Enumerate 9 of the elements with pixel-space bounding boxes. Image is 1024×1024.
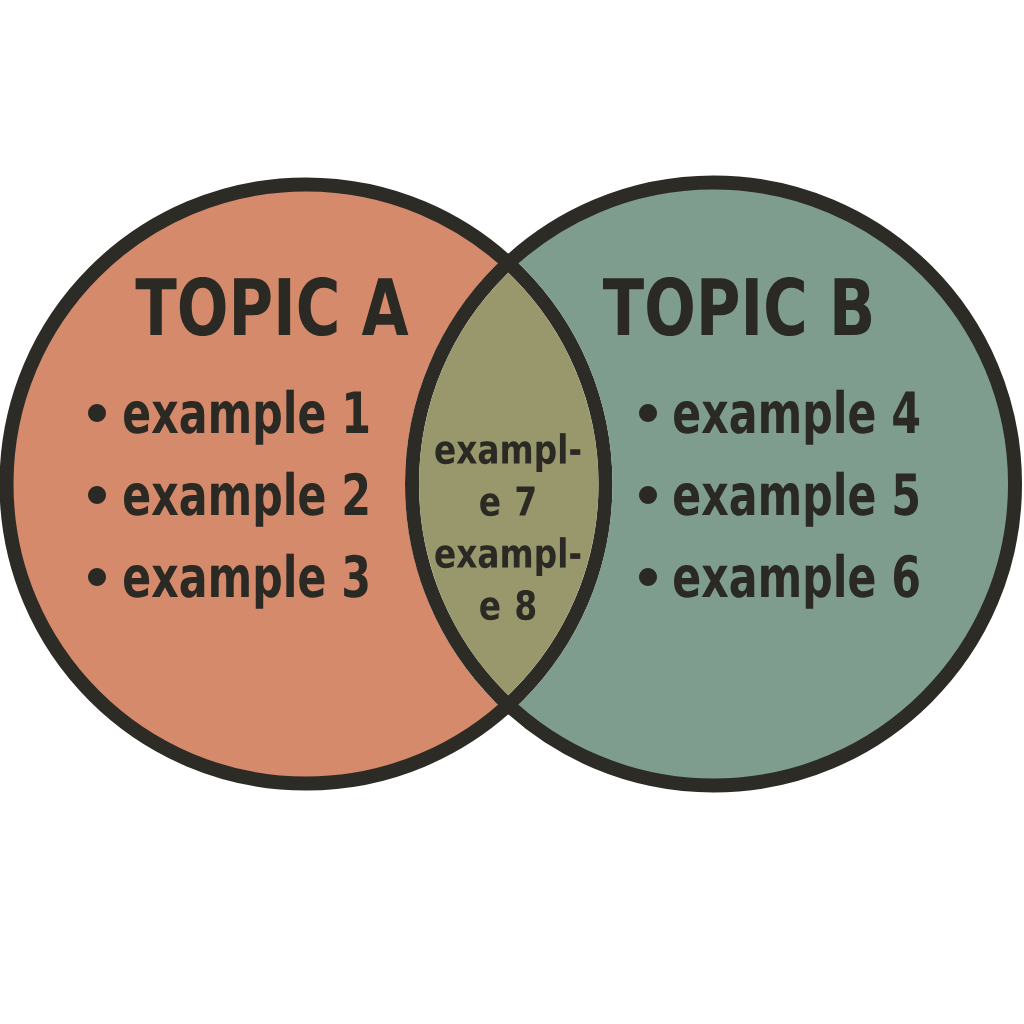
list-item: example 1 xyxy=(124,389,369,445)
heading: TOPIC A xyxy=(135,277,409,337)
list-item: example 4 xyxy=(674,389,920,445)
list-item: example 5 xyxy=(674,471,919,527)
list-item: example 2 xyxy=(124,471,368,527)
overlap-text: exampl- e 8 xyxy=(435,537,581,621)
list-item: example 3 xyxy=(124,553,368,609)
list-item: example 6 xyxy=(674,553,919,609)
heading: TOPIC B xyxy=(603,277,872,337)
